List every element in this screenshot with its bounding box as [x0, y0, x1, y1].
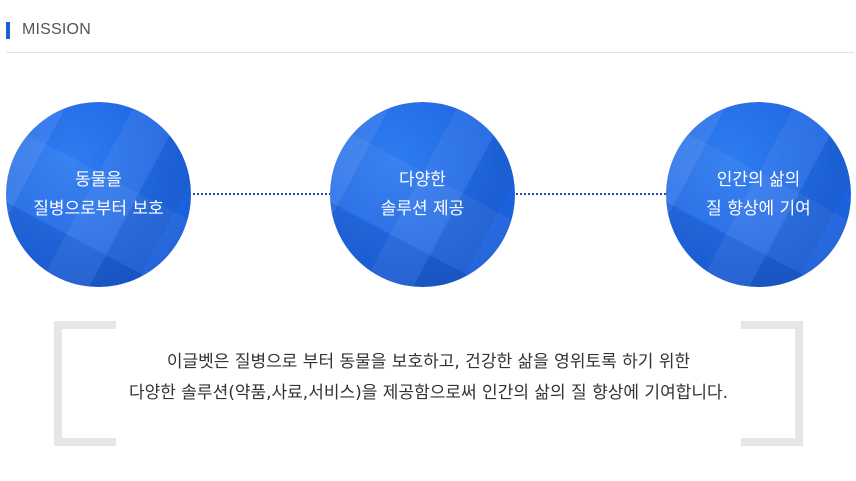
mission-circle-line: 질 향상에 기여 — [706, 198, 811, 219]
mission-circle-protect-animals: 동물을 질병으로부터 보호 — [6, 102, 191, 287]
mission-circle-text: 인간의 삶의 질 향상에 기여 — [706, 166, 811, 224]
mission-circle-line: 솔루션 제공 — [380, 198, 465, 219]
right-bracket-decoration — [741, 321, 803, 446]
mission-circle-line: 질병으로부터 보호 — [33, 198, 164, 219]
section-title: MISSION — [22, 21, 91, 38]
mission-statement-text: 이글벳은 질병으로 부터 동물을 보호하고, 건강한 삶을 영위토록 하기 위한… — [54, 347, 803, 409]
mission-statement-line: 이글벳은 질병으로 부터 동물을 보호하고, 건강한 삶을 영위토록 하기 위한 — [166, 352, 691, 372]
mission-circle-line: 동물을 — [75, 169, 122, 190]
section-header: MISSION — [6, 18, 854, 53]
mission-statement: 이글벳은 질병으로 부터 동물을 보호하고, 건강한 삶을 영위토록 하기 위한… — [54, 321, 803, 446]
mission-circle-text: 다양한 솔루션 제공 — [381, 166, 465, 224]
mission-circle-text: 동물을 질병으로부터 보호 — [33, 166, 164, 224]
section-accent-bar — [6, 22, 10, 39]
left-bracket-decoration — [54, 321, 116, 446]
mission-circle-line: 다양한 — [399, 169, 446, 190]
mission-statement-line: 다양한 솔루션(약품,사료,서비스)을 제공함으로써 인간의 삶의 질 향상에 … — [128, 383, 729, 403]
mission-circle-provide-solutions: 다양한 솔루션 제공 — [330, 102, 515, 287]
mission-circle-line: 인간의 삶의 — [716, 169, 801, 190]
mission-circle-improve-life: 인간의 삶의 질 향상에 기여 — [666, 102, 851, 287]
dotted-connector-2 — [512, 193, 670, 195]
dotted-connector-1 — [186, 193, 334, 195]
